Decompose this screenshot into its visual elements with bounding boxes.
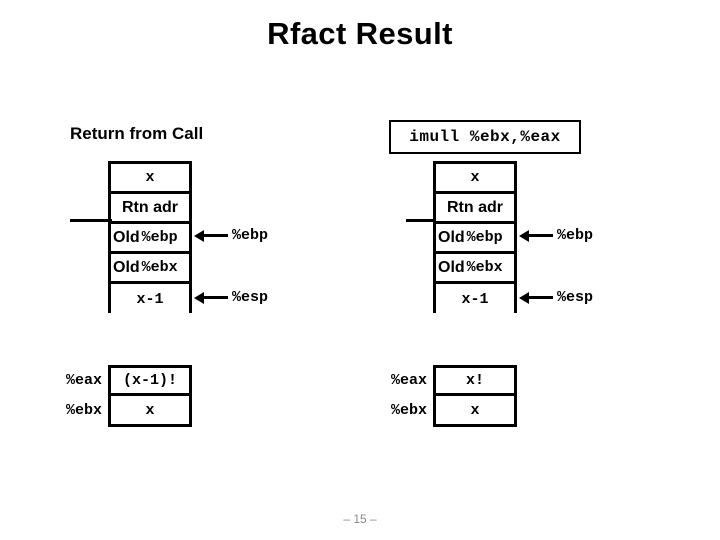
stack-cell-value: x-1 xyxy=(136,290,164,308)
stack-cell-register: %ebp xyxy=(466,229,503,246)
left-stack-frame: x Rtn adr Old %ebp Old %ebx x-1 xyxy=(108,161,192,314)
right-ebp-pointer-label: %ebp xyxy=(557,227,594,244)
instruction-box: imull %ebx,%eax xyxy=(389,120,581,154)
stack-row: x xyxy=(436,164,514,194)
stack-cell-value: Rtn adr xyxy=(447,198,503,216)
left-register-box: (x-1)! x xyxy=(108,365,192,427)
register-row: x xyxy=(470,401,480,419)
left-panel-heading: Return from Call xyxy=(70,124,204,143)
stack-row: Rtn adr xyxy=(436,194,514,224)
left-register-name-eax: %eax xyxy=(65,372,102,389)
stack-cell-register: %ebx xyxy=(141,259,178,276)
stack-cell-value: x xyxy=(145,169,155,186)
left-esp-pointer-label: %esp xyxy=(232,289,269,306)
right-register-name-ebx: %ebx xyxy=(390,402,427,419)
stack-cell-value: Rtn adr xyxy=(122,198,178,216)
right-stack-frame: x Rtn adr Old %ebp Old %ebx x-1 xyxy=(433,161,517,314)
stack-row: x-1 xyxy=(111,284,189,314)
stack-row: Old %ebx xyxy=(111,254,189,284)
stack-cell-prefix: Old xyxy=(438,228,465,246)
right-ebp-arrow-icon xyxy=(519,230,529,242)
right-register-name-eax: %eax xyxy=(390,372,427,389)
stack-cell-value: x xyxy=(470,169,480,186)
register-row: (x-1)! xyxy=(111,368,189,396)
left-esp-pointer-line xyxy=(204,296,228,299)
right-ebp-pointer-line xyxy=(529,234,553,237)
stack-cell-register: %ebp xyxy=(141,229,178,246)
stack-cell-value: x-1 xyxy=(461,290,489,308)
right-esp-arrow-icon xyxy=(519,292,529,304)
right-esp-pointer-label: %esp xyxy=(557,289,594,306)
left-frame-boundary-line xyxy=(70,219,112,222)
stack-row: Rtn adr xyxy=(111,194,189,224)
left-register-name-ebx: %ebx xyxy=(65,402,102,419)
stack-cell-register: %ebx xyxy=(466,259,503,276)
left-esp-arrow-icon xyxy=(194,292,204,304)
stack-cell-prefix: Old xyxy=(113,258,140,276)
stack-row: Old %ebp xyxy=(436,224,514,254)
page-title: Rfact Result xyxy=(267,16,453,51)
left-ebp-arrow-icon xyxy=(194,230,204,242)
left-ebp-pointer-label: %ebp xyxy=(232,227,269,244)
stack-cell-prefix: Old xyxy=(113,228,140,246)
right-frame-boundary-line xyxy=(406,219,434,222)
stack-row: Old %ebp xyxy=(111,224,189,254)
stack-row: x-1 xyxy=(436,284,514,314)
right-esp-pointer-line xyxy=(529,296,553,299)
stack-row: x xyxy=(111,164,189,194)
register-row: x xyxy=(145,401,155,419)
register-row: x! xyxy=(436,368,514,396)
stack-cell-prefix: Old xyxy=(438,258,465,276)
stack-row: Old %ebx xyxy=(436,254,514,284)
right-register-box: x! x xyxy=(433,365,517,427)
page-number: – 15 – xyxy=(343,512,377,526)
left-ebp-pointer-line xyxy=(204,234,228,237)
